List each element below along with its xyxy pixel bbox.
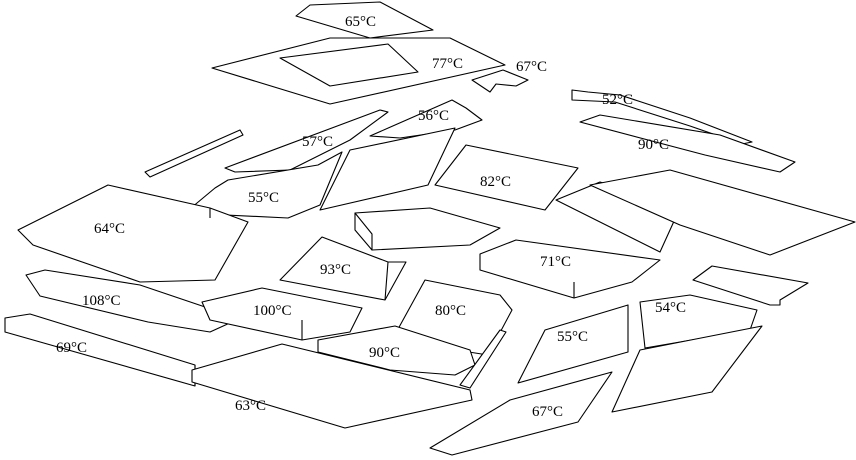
panel-center-block bbox=[319, 127, 456, 211]
panel-54 bbox=[639, 294, 758, 349]
label-93: 93°C bbox=[320, 262, 351, 278]
panel-64 bbox=[17, 184, 249, 283]
label-80: 80°C bbox=[435, 303, 466, 319]
panel-90-center bbox=[317, 325, 476, 376]
strip-left bbox=[144, 129, 244, 178]
label-108: 108°C bbox=[82, 293, 121, 309]
label-67-top: 67°C bbox=[516, 59, 547, 75]
label-64: 64°C bbox=[94, 221, 125, 237]
label-63: 63°C bbox=[235, 398, 266, 414]
panel-100 bbox=[201, 287, 363, 341]
label-52: 52°C bbox=[602, 92, 633, 108]
label-100: 100°C bbox=[253, 303, 292, 319]
panel-71 bbox=[479, 239, 661, 299]
label-55-left: 55°C bbox=[248, 190, 279, 206]
panel-65-top bbox=[295, 1, 434, 39]
panel-82 bbox=[434, 144, 579, 211]
panel-bottom-right bbox=[611, 325, 763, 413]
label-77: 77°C bbox=[432, 56, 463, 72]
panel-right-block bbox=[555, 169, 856, 256]
panel-mid-prism bbox=[354, 207, 501, 251]
label-57: 57°C bbox=[302, 134, 333, 150]
label-56: 56°C bbox=[418, 108, 449, 124]
panel-right-small bbox=[692, 265, 809, 306]
panel-63 bbox=[191, 343, 473, 429]
label-67-bottom: 67°C bbox=[532, 404, 563, 420]
label-69: 69°C bbox=[56, 340, 87, 356]
panel-67-top bbox=[471, 69, 529, 93]
label-90-center: 90°C bbox=[369, 345, 400, 361]
panel-52 bbox=[571, 89, 753, 145]
panel-67-bottom bbox=[429, 371, 613, 456]
panel-77 bbox=[211, 37, 506, 105]
label-82: 82°C bbox=[480, 174, 511, 190]
label-71: 71°C bbox=[540, 254, 571, 270]
panel-93 bbox=[279, 236, 407, 301]
label-55-right: 55°C bbox=[557, 329, 588, 345]
panel-90-right bbox=[579, 114, 796, 173]
label-65-top: 65°C bbox=[345, 14, 376, 30]
panel-55-right bbox=[517, 304, 629, 384]
panel-57 bbox=[224, 109, 389, 173]
label-54: 54°C bbox=[655, 300, 686, 316]
strip-bottom-diagonal bbox=[459, 329, 507, 389]
label-90-right: 90°C bbox=[638, 137, 669, 153]
